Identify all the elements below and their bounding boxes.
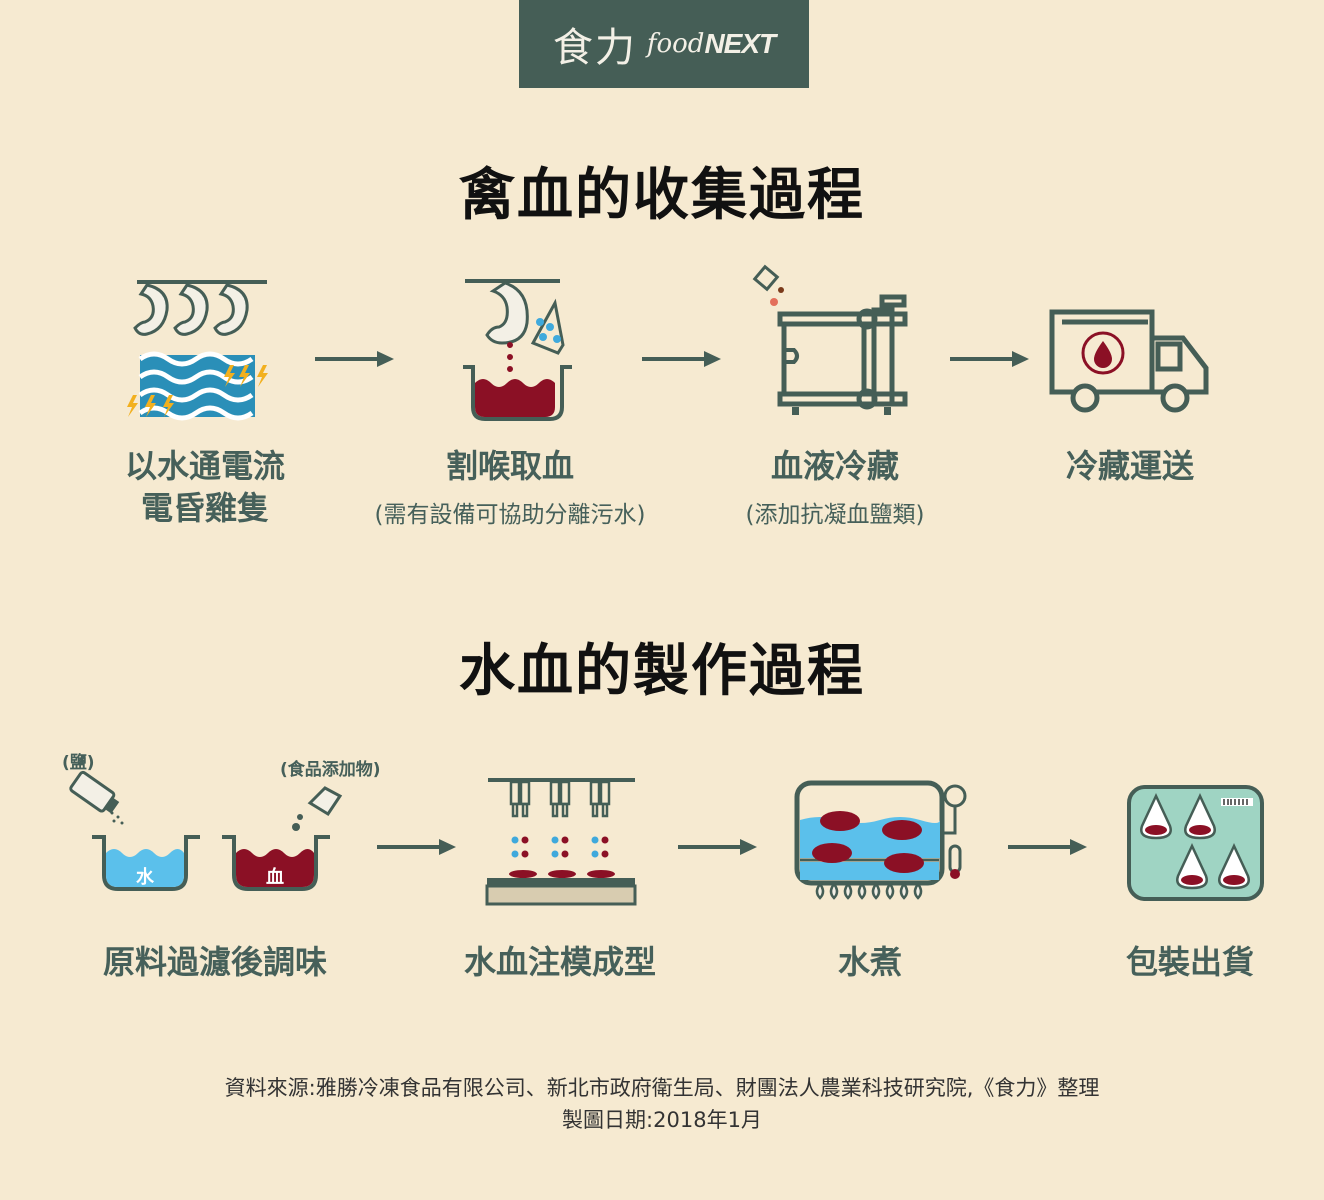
logo-en-food: food <box>646 29 705 59</box>
seasoning-pots-icon <box>69 770 343 891</box>
step3-label: 血液冷藏 <box>770 447 899 485</box>
boiling-tank-icon <box>794 780 967 900</box>
step7-label: 水煮 <box>837 943 902 981</box>
arrow-icon <box>642 351 721 367</box>
packaging-box-icon <box>1127 785 1264 901</box>
bleeding-pot-icon <box>463 279 572 421</box>
arrow-icon <box>678 839 757 855</box>
logo-zh: 食力 <box>552 25 637 71</box>
step6-label: 水血注模成型 <box>463 943 656 981</box>
pot-blood-label: 血 <box>266 867 284 888</box>
arrow-icon <box>377 839 456 855</box>
section1-title: 禽血的收集過程 <box>459 163 865 228</box>
molding-machine-icon <box>485 778 637 906</box>
step8-label: 包裝出貨 <box>1125 943 1254 981</box>
foodnext-logo: 食力 food NEXT <box>519 0 809 88</box>
source-note: 資料來源:雅勝冷凍食品有限公司、新北市政府衛生局、財團法人農業科技研究院,《食力… <box>224 1076 1100 1100</box>
section2-title: 水血的製作過程 <box>459 639 865 704</box>
arrow-icon <box>315 351 394 367</box>
logo-en-next: NEXT <box>704 28 776 59</box>
additive-note: (食品添加物) <box>280 760 381 780</box>
step1-label-line1: 以水通電流 <box>124 447 285 485</box>
step2-note: (需有設備可協助分離污水) <box>374 502 646 528</box>
pot-water-label: 水 <box>136 867 154 888</box>
step4-label: 冷藏運送 <box>1065 447 1194 485</box>
step1-label-line2: 電昏雞隻 <box>140 489 269 527</box>
stun-poultry-water-icon <box>127 280 268 421</box>
step3-note: (添加抗凝血鹽類) <box>745 502 925 528</box>
refrigeration-tank-icon <box>752 264 908 415</box>
step2-label: 割喉取血 <box>445 447 574 485</box>
delivery-truck-icon <box>1049 309 1209 413</box>
chart-date: 製圖日期:2018年1月 <box>562 1108 762 1132</box>
arrow-icon <box>1008 839 1087 855</box>
step5-label: 原料過濾後調味 <box>102 943 327 981</box>
salt-note: (鹽) <box>62 753 95 773</box>
arrow-icon <box>950 351 1029 367</box>
